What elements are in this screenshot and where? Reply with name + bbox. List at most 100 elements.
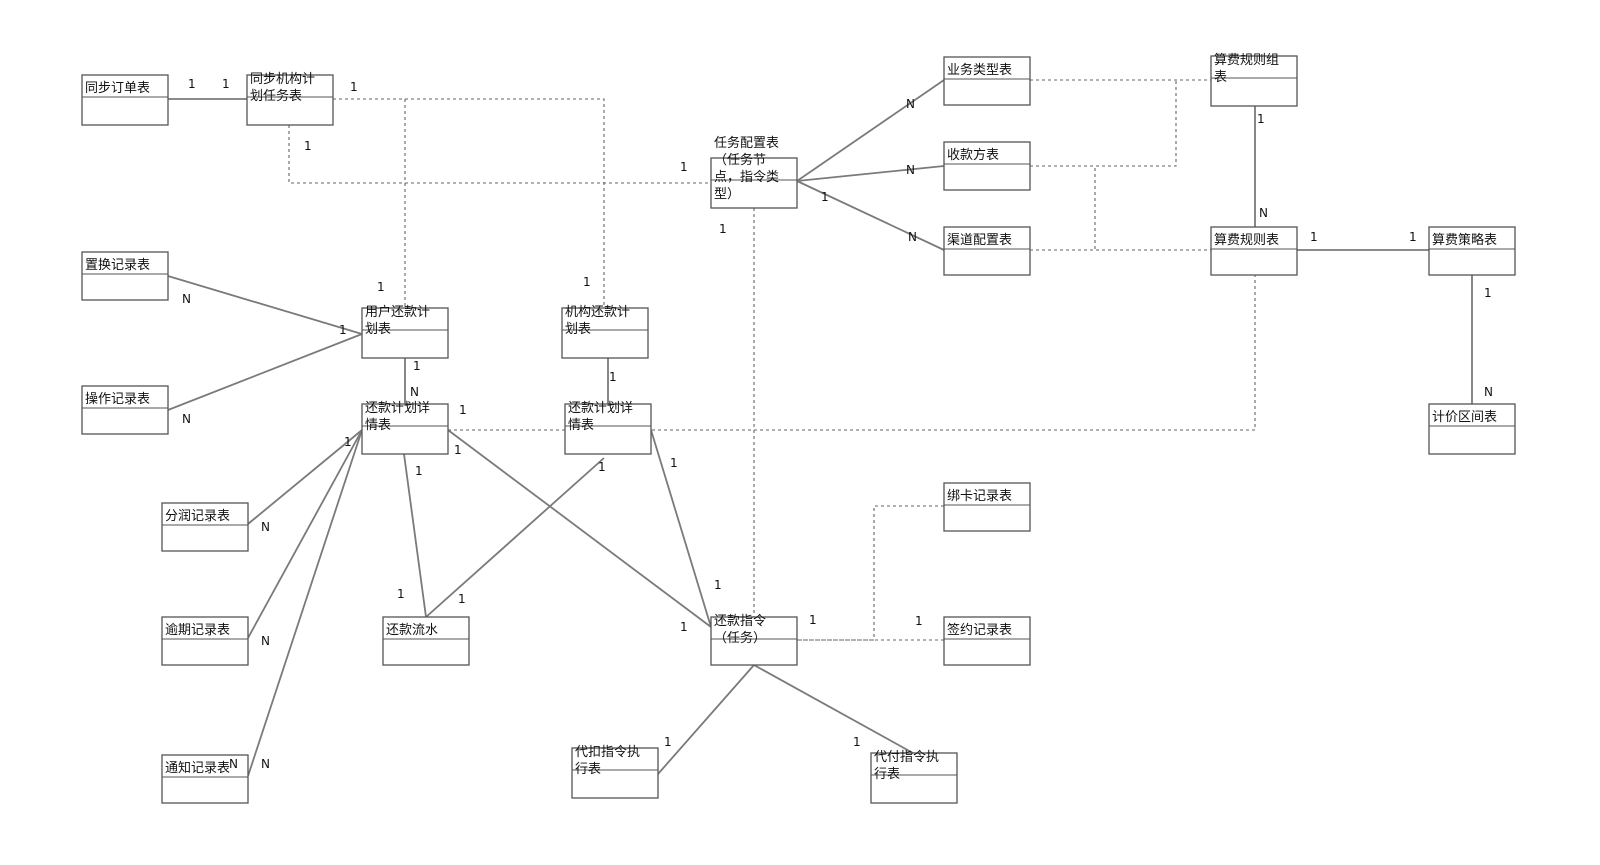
cardinality-label: 1 [714,578,722,592]
relation-line-xiangqing_2-liushui [425,457,605,618]
cardinality-label: 1 [680,620,688,634]
cardinality-label: 1 [344,435,352,449]
cardinality-label: 1 [415,464,423,478]
entity-qujian[interactable]: 计价区间表 [1428,403,1516,455]
entity-name-line: 收款方表 [947,147,999,163]
cardinality-label: 1 [339,323,347,337]
entity-name-line: 渠道配置表 [947,233,1012,248]
cardinality-label: N [261,757,270,771]
cardinality-label: N [261,634,270,648]
relation-line-caozuo-yonghu_huankuan [167,333,363,411]
entity-name-line: 还款计划详 [365,401,430,416]
entity-xiangqing_1[interactable]: 还款计划详情表 [361,401,449,455]
relation-line-xiangqing_1-tongzhi [247,429,363,777]
entity-qianyue[interactable]: 签约记录表 [943,616,1031,666]
relation-line-shoukuanfang-guize_zu [1030,80,1177,167]
entity-daikou[interactable]: 代扣指令执行表 [571,745,659,799]
entity-tongbu_jigou[interactable]: 同步机构计划任务表 [246,72,334,126]
entity-name-line: 分润记录表 [165,509,230,524]
entity-yonghu_huankuan[interactable]: 用户还款计划表 [361,304,449,359]
entity-name-line: 型） [714,187,740,202]
entity-name: 还款计划详情表 [568,401,633,433]
cardinality-label: N [1259,206,1268,220]
entity-name-line: 置换记录表 [85,258,150,273]
cardinality-label: 1 [670,456,678,470]
entity-liushui[interactable]: 还款流水 [382,616,470,666]
cardinality-label: N [229,757,238,771]
cardinality-label: 1 [458,592,466,606]
entity-zhiling[interactable]: 还款指令（任务） [710,614,798,666]
entity-tongzhi[interactable]: 通知记录表 [161,754,249,804]
entity-name-line: 计价区间表 [1432,410,1497,425]
entity-box [361,307,449,359]
cardinality-label: 1 [915,614,923,628]
entity-name-line: 划任务表 [250,88,302,104]
entity-name-line: 表 [1214,70,1227,85]
entity-yewu_leixing[interactable]: 业务类型表 [943,56,1031,106]
entity-name: 还款计划详情表 [365,401,430,433]
entity-name: 渠道配置表 [947,233,1012,248]
entity-box [1428,403,1516,455]
entity-yuqi[interactable]: 逾期记录表 [161,616,249,666]
entity-box [81,251,169,301]
cardinality-label: 1 [413,359,421,373]
entity-name: 机构还款计划表 [565,305,630,337]
entity-name: 置换记录表 [85,258,150,273]
cardinality-label: 1 [304,139,312,153]
entity-name: 计价区间表 [1432,410,1497,425]
cardinality-label: 1 [1310,230,1318,244]
entity-box [943,56,1031,106]
relation-line-xiangqing_1-fenrun [247,429,363,525]
entity-name: 同步机构计划任务表 [250,72,315,104]
entity-name: 同步订单表 [85,81,150,96]
entity-box [1428,226,1516,276]
entity-name: 算费规则表 [1214,233,1279,248]
relation-line-xiangqing_1-zhiling [447,429,712,628]
entity-name-line: 划表 [565,322,591,337]
entity-box [246,74,334,126]
cardinality-label: N [182,412,191,426]
entity-name-line: 代付指令执 [874,750,939,765]
entity-box [81,385,169,435]
entity-xiangqing_2[interactable]: 还款计划详情表 [564,401,652,455]
cardinality-label: N [182,292,191,306]
entity-name-line: 划表 [365,322,391,337]
entity-box [710,616,798,666]
entity-name-line: 算费规则表 [1214,233,1279,248]
entity-fenrun[interactable]: 分润记录表 [161,502,249,552]
entity-box [1210,55,1298,107]
cardinality-label: 1 [809,613,817,627]
entity-guize_zu[interactable]: 算费规则组表 [1210,53,1298,107]
entity-name: 还款流水 [386,623,438,638]
entity-guize[interactable]: 算费规则表 [1210,226,1298,276]
entity-name: 代扣指令执行表 [575,745,640,777]
entity-box [361,403,449,455]
cardinality-label: 1 [609,370,617,384]
entity-name-line: 算费策略表 [1432,232,1497,248]
entity-name-line: 还款指令 [714,614,766,629]
cardinality-label: 1 [188,77,196,91]
cardinality-label: 1 [598,460,606,474]
entity-caozuo[interactable]: 操作记录表 [81,385,169,435]
entity-daifu[interactable]: 代付指令执行表 [870,750,958,804]
cardinality-label: N [908,230,917,244]
entity-name-line: 情表 [365,418,391,433]
entity-bangka[interactable]: 绑卡记录表 [943,482,1031,532]
entity-name: 逾期记录表 [165,623,230,638]
entity-name-line: 机构还款计 [565,305,630,320]
entity-name-line: 行表 [575,762,601,777]
entity-box [161,754,249,804]
entity-zhihuan[interactable]: 置换记录表 [81,251,169,301]
relation-line-zhihuan-yonghu_huankuan [167,275,363,335]
entity-renwu_peizhi[interactable]: 任务配置表（任务节点，指令类型） [710,135,798,209]
entity-name-line: 绑卡记录表 [947,489,1012,504]
entity-tongbu_dingdan[interactable]: 同步订单表 [81,74,169,126]
entity-qudao[interactable]: 渠道配置表 [943,226,1031,276]
entity-celue[interactable]: 算费策略表 [1428,226,1516,276]
relation-line-zhiling-daifu [753,664,914,754]
entity-shoukuanfang[interactable]: 收款方表 [943,141,1031,191]
entity-jigou_huankuan[interactable]: 机构还款计划表 [561,305,649,359]
